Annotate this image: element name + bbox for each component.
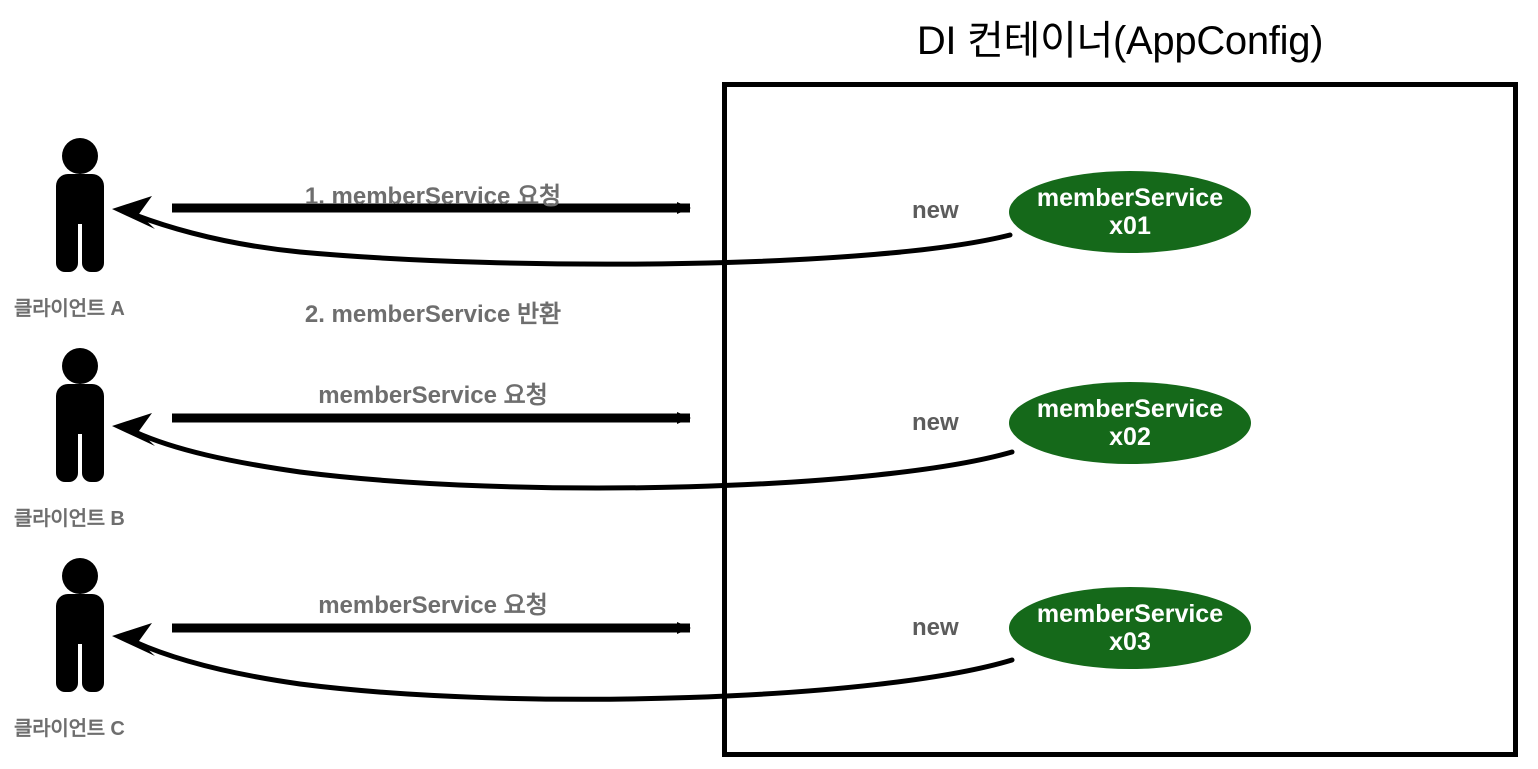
request-label-b: memberService 요청 xyxy=(318,382,548,409)
person-icon-client-c xyxy=(56,558,104,692)
bean-name-b: memberService xyxy=(1036,395,1224,423)
bean-memberservice-x01: memberService x01 xyxy=(1009,171,1251,253)
request-label-c: memberService 요청 xyxy=(318,592,548,619)
bean-id-b: x02 xyxy=(1109,423,1151,451)
new-label-c: new xyxy=(912,614,959,641)
page-title: DI 컨테이너(AppConfig) xyxy=(916,19,1324,63)
bean-name-a: memberService xyxy=(1036,184,1224,212)
bean-id-a: x01 xyxy=(1109,212,1151,240)
di-container-box xyxy=(722,82,1518,757)
new-label-b: new xyxy=(912,409,959,436)
request-label-a: 1. memberService 요청 xyxy=(304,183,562,210)
bean-id-c: x03 xyxy=(1109,628,1151,656)
return-label-a: 2. memberService 반환 xyxy=(304,301,562,328)
client-label-a: 클라이언트 A xyxy=(14,298,125,320)
bean-memberservice-x02: memberService x02 xyxy=(1009,382,1251,464)
bean-name-c: memberService xyxy=(1036,600,1224,628)
client-label-c: 클라이언트 C xyxy=(14,718,125,740)
person-icon-client-b xyxy=(56,348,104,482)
new-label-a: new xyxy=(912,197,959,224)
bean-memberservice-x03: memberService x03 xyxy=(1009,587,1251,669)
person-icon-client-a xyxy=(56,138,104,272)
client-label-b: 클라이언트 B xyxy=(14,508,125,530)
